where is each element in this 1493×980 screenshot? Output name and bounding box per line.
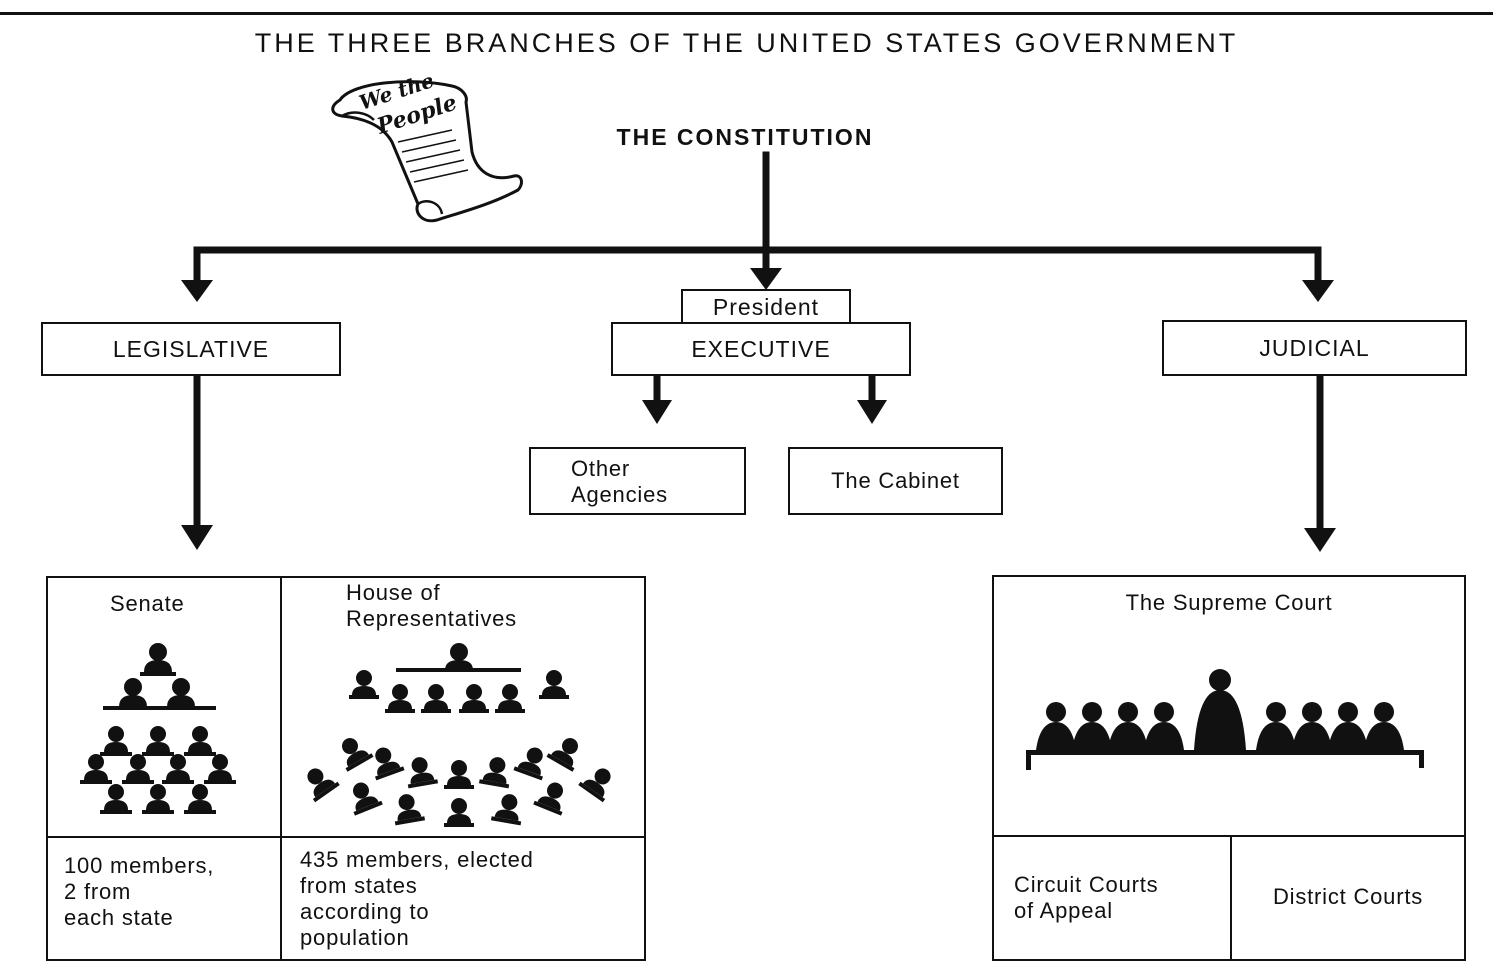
house-label-line2: Representatives: [346, 606, 517, 631]
congress-vertical-divider: [280, 578, 282, 959]
executive-label: EXECUTIVE: [691, 335, 831, 362]
diagram-title: THE THREE BRANCHES OF THE UNITED STATES …: [254, 28, 1239, 58]
house-label-line1: House of: [346, 580, 441, 605]
house-desc-line4: population: [300, 925, 410, 950]
circuit-courts-line1: Circuit Courts: [1014, 872, 1159, 897]
legislative-label: LEGISLATIVE: [112, 335, 270, 362]
congress-horizontal-divider: [48, 836, 644, 838]
constitution-scroll-icon: We the People: [331, 72, 523, 223]
top-rule: [0, 12, 1493, 15]
cabinet-label: The Cabinet: [831, 468, 960, 493]
president-box: President: [681, 289, 851, 325]
executive-box: EXECUTIVE: [611, 322, 911, 376]
house-desc-line1: 435 members, elected: [300, 847, 534, 872]
senate-desc-line3: each state: [64, 905, 174, 930]
supreme-court-label: The Supreme Court: [1125, 590, 1333, 615]
house-desc-line3: according to: [300, 899, 430, 924]
judicial-label: JUDICIAL: [1259, 334, 1370, 361]
legislative-box: LEGISLATIVE: [41, 322, 341, 376]
courts-horizontal-divider: [994, 835, 1464, 837]
district-courts-label: District Courts: [1272, 884, 1424, 909]
senate-members-icon: [80, 643, 236, 814]
house-members-icon: [307, 643, 611, 827]
senate-desc-line1: 100 members,: [64, 853, 215, 878]
supreme-court-justices-icon: [1026, 669, 1424, 770]
courts-panel: The Supreme Court Circuit Courts of Appe…: [992, 575, 1466, 961]
courts-vertical-divider: [1230, 835, 1232, 959]
house-desc-line2: from states: [300, 873, 418, 898]
president-label: President: [712, 293, 820, 320]
senate-desc-line2: 2 from: [64, 879, 132, 904]
senate-label: Senate: [110, 591, 185, 616]
other-agencies-line1: Other: [571, 456, 631, 481]
circuit-courts-line2: of Appeal: [1014, 898, 1113, 923]
other-agencies-line2: Agencies: [571, 482, 668, 507]
judicial-box: JUDICIAL: [1162, 320, 1467, 376]
cabinet-box: The Cabinet: [788, 447, 1003, 515]
other-agencies-box: Other Agencies: [529, 447, 746, 515]
constitution-label: THE CONSTITUTION: [616, 124, 874, 150]
